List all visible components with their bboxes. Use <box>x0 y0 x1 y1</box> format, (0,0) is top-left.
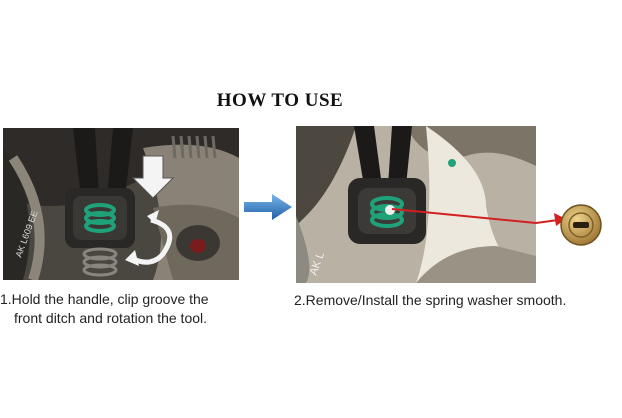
spring-washer-image <box>560 204 602 246</box>
red-pointer-arrowhead <box>536 213 566 226</box>
right-arrow-icon <box>244 194 292 220</box>
step-1-caption-line-1: 1.Hold the handle, clip groove the <box>0 291 209 307</box>
step-2-caption: 2.Remove/Install the spring washer smoot… <box>294 291 620 310</box>
step-1-photo: AK L609 EE <box>3 128 239 280</box>
page-title: HOW TO USE <box>216 90 344 111</box>
rotate-arrow-icon <box>129 217 173 265</box>
step-2-caption-line-1: 2.Remove/Install the spring washer smoot… <box>294 292 567 308</box>
step-1-caption: 1.Hold the handle, clip groove the front… <box>0 290 262 328</box>
down-arrow-icon <box>131 155 175 199</box>
step-2-photo: AK L <box>296 126 536 283</box>
step-1-caption-line-2: front ditch and rotation the tool. <box>14 310 208 326</box>
red-pointer-arrow <box>391 208 536 224</box>
